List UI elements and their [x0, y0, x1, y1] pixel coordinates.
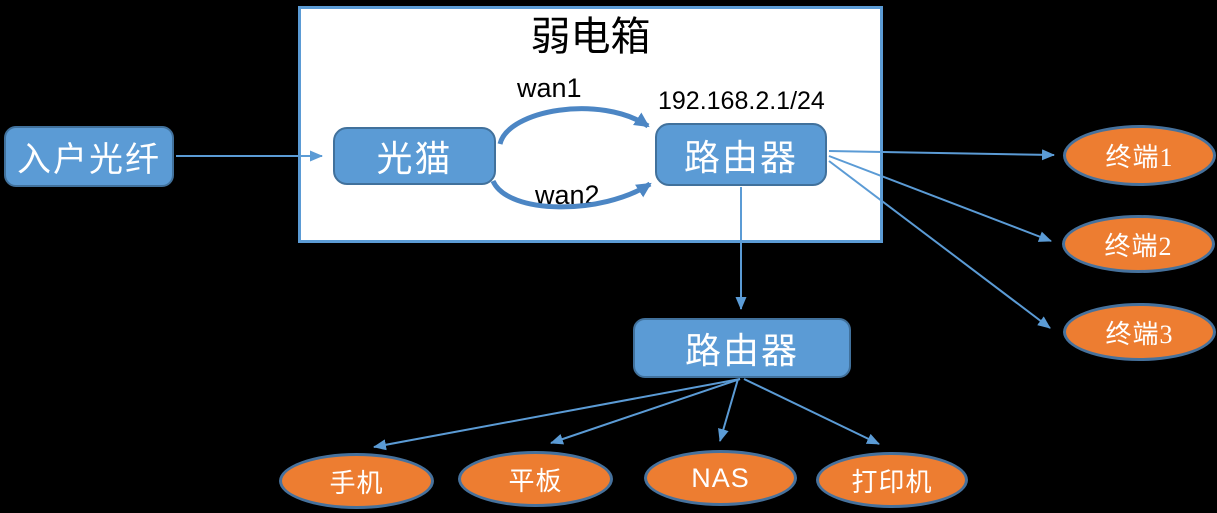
node-terminal-3-label: 终端3 [1105, 319, 1174, 349]
node-terminal-2: 终端2 [1062, 215, 1215, 273]
node-tablet: 平板 [458, 451, 613, 507]
router-ip-label: 192.168.2.1/24 [658, 87, 825, 115]
node-terminal-1: 终端1 [1063, 125, 1216, 186]
node-nas: NAS [644, 450, 797, 506]
node-terminal-1-label: 终端1 [1105, 143, 1174, 172]
node-phone-label: 手机 [329, 468, 384, 498]
node-printer: 打印机 [816, 452, 968, 508]
node-nas-label: NAS [691, 462, 750, 493]
wan1-label: wan1 [517, 73, 582, 103]
node-main-router-label: 路由器 [683, 137, 798, 178]
node-incoming-fiber-label: 入户光纤 [17, 142, 161, 179]
node-main-router: 路由器 [655, 123, 827, 186]
node-sub-router-label: 路由器 [684, 331, 799, 371]
node-incoming-fiber: 入户光纤 [4, 126, 174, 187]
arrow-subrouter-to-nas [718, 378, 739, 442]
arrow-subrouter-to-printer [743, 378, 880, 445]
node-optical-modem-label: 光猫 [376, 139, 453, 179]
node-optical-modem: 光猫 [333, 127, 496, 185]
node-terminal-3: 终端3 [1063, 303, 1216, 361]
node-phone: 手机 [279, 453, 434, 509]
node-tablet-label: 平板 [508, 466, 563, 496]
arrow-subrouter-to-phone [373, 378, 741, 451]
arrow-subrouter-to-tablet [550, 378, 741, 445]
wan2-label: wan2 [535, 180, 600, 210]
node-sub-router: 路由器 [633, 318, 851, 378]
node-printer-label: 打印机 [851, 467, 933, 497]
node-terminal-2-label: 终端2 [1104, 231, 1173, 261]
weakbox-title: 弱电箱 [530, 14, 651, 59]
